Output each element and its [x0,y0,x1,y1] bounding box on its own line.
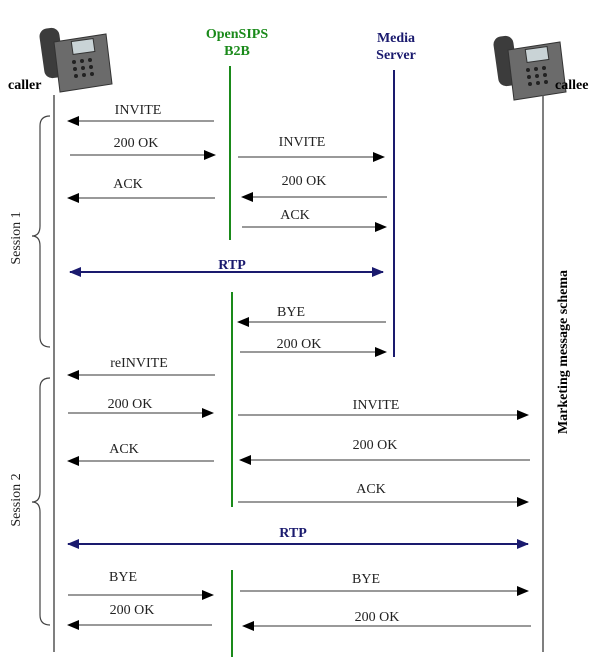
msg-invite-3-label: INVITE [353,398,400,413]
session2-brace [31,377,51,626]
msg-ack-3-label: ACK [109,442,139,457]
b2b-label-line2: B2B [224,44,250,59]
session1-brace [31,115,51,348]
msg-ack-1-label: ACK [113,177,143,192]
msg-200ok-3-label: 200 OK [277,337,322,352]
msg-ack-4-label: ACK [356,482,386,497]
media-label-line1: Media [377,31,415,46]
msg-bye-2-label: BYE [109,570,137,585]
media-label-line2: Server [376,48,416,63]
msg-200ok-1-label: 200 OK [114,136,159,151]
rtp-1-label: RTP [218,258,246,273]
msg-invite-2-label: INVITE [279,135,326,150]
msg-200ok-5-label: 200 OK [353,438,398,453]
caller-phone-icon [39,27,113,93]
callee-label: callee [555,78,588,93]
caller-label: caller [8,78,41,93]
msg-200ok-7-label: 200 OK [355,610,400,625]
msg-200ok-6-label: 200 OK [110,603,155,618]
side-note: Marketing message schema [556,270,571,434]
b2b-label-line1: OpenSIPS [206,27,268,42]
msg-bye-1-label: BYE [277,305,305,320]
session1-label: Session 1 [9,211,24,264]
msg-bye-3-label: BYE [352,572,380,587]
msg-ack-2-label: ACK [280,208,310,223]
msg-reinvite-label: reINVITE [110,356,168,371]
rtp-2-label: RTP [279,526,307,541]
session2-label: Session 2 [9,473,24,526]
callee-phone-icon [493,35,567,101]
msg-200ok-4-label: 200 OK [108,397,153,412]
msg-200ok-2-label: 200 OK [282,174,327,189]
msg-invite-1-label: INVITE [115,103,162,118]
